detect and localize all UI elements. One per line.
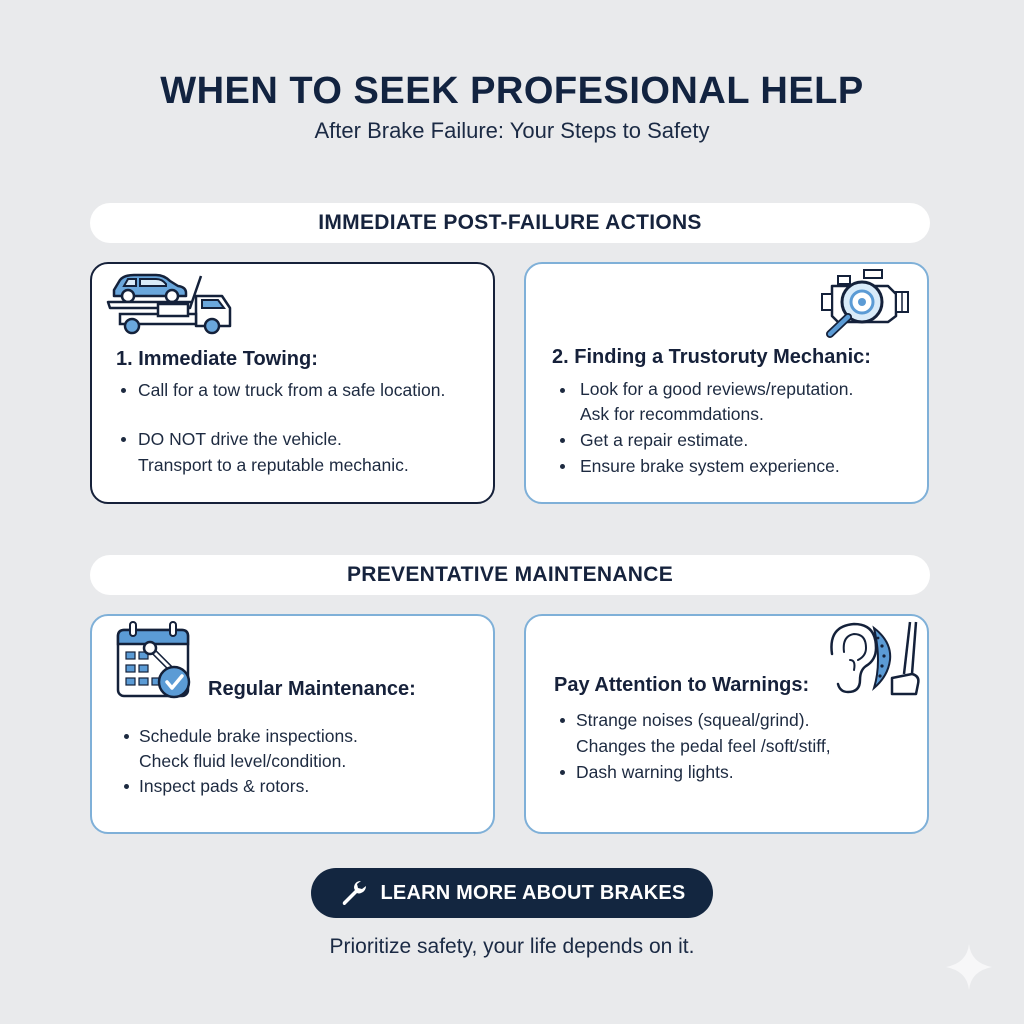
card-line: Strange noises (squeal/grind). (576, 710, 810, 730)
card-immediate-towing: 1. Immediate Towing: Call for a tow truc… (90, 262, 495, 504)
learn-more-button[interactable]: LEARN MORE ABOUT BRAKES (311, 868, 713, 918)
card-line: Changes the pedal feel /soft/stiff, (576, 736, 831, 756)
card-regular-maintenance: Regular Maintenance: Schedule brake insp… (90, 614, 495, 834)
tow-truck-icon (106, 273, 232, 335)
card-finding-mechanic: 2. Finding a Trustoruty Mechanic: Look f… (524, 262, 929, 504)
section-heading-preventative: PREVENTATIVE MAINTENANCE (90, 555, 930, 595)
card-line: Schedule brake inspections. (139, 726, 358, 746)
bullet-dot (560, 718, 565, 723)
card-line: Inspect pads & rotors. (139, 776, 310, 796)
card-line: Look for a good reviews/reputation. (580, 379, 854, 399)
page-title: WHEN TO SEEK PROFESIONAL HELP (160, 70, 864, 112)
bullet-dot (560, 438, 565, 443)
card-line: Dash warning lights. (576, 762, 734, 782)
card-line: Call for a tow truck from a safe locatio… (138, 380, 446, 400)
calendar-wrench-check-icon (116, 621, 191, 699)
card-title: Pay Attention to Warnings: (554, 674, 810, 696)
bullet-dot (124, 784, 129, 789)
bullet-dot (560, 464, 565, 469)
card-title: 2. Finding a Trustoruty Mechanic: (552, 346, 871, 368)
card-line: DO NOT drive the vehicle. (138, 429, 342, 449)
bullet-dot (560, 388, 565, 393)
bullet-dot (121, 388, 126, 393)
card-pay-attention-warnings: Pay Attention to Warnings: Strange noise… (524, 614, 929, 834)
wrench-icon (339, 878, 369, 908)
ear-brake-pedal-icon (830, 621, 920, 696)
card-line: Transport to a reputable mechanic. (138, 455, 409, 475)
card-title: Regular Maintenance: (208, 678, 416, 700)
bullet-dot (121, 437, 126, 442)
footer-tagline: Prioritize safety, your life depends on … (329, 935, 695, 958)
section-heading-post-failure: IMMEDIATE POST-FAILURE ACTIONS (90, 203, 930, 243)
bullet-dot (560, 770, 565, 775)
card-line: Check fluid level/condition. (139, 751, 347, 771)
engine-magnifier-icon (821, 269, 909, 338)
card-line: Get a repair estimate. (580, 430, 749, 450)
card-line: Ask for recommdations. (580, 404, 764, 424)
sparkle-icon (946, 944, 992, 990)
page-subtitle: After Brake Failure: Your Steps to Safet… (314, 118, 710, 143)
card-title: 1. Immediate Towing: (116, 348, 318, 370)
learn-more-label: LEARN MORE ABOUT BRAKES (380, 881, 686, 904)
bullet-dot (124, 734, 129, 739)
card-line: Ensure brake system experience. (580, 456, 840, 476)
